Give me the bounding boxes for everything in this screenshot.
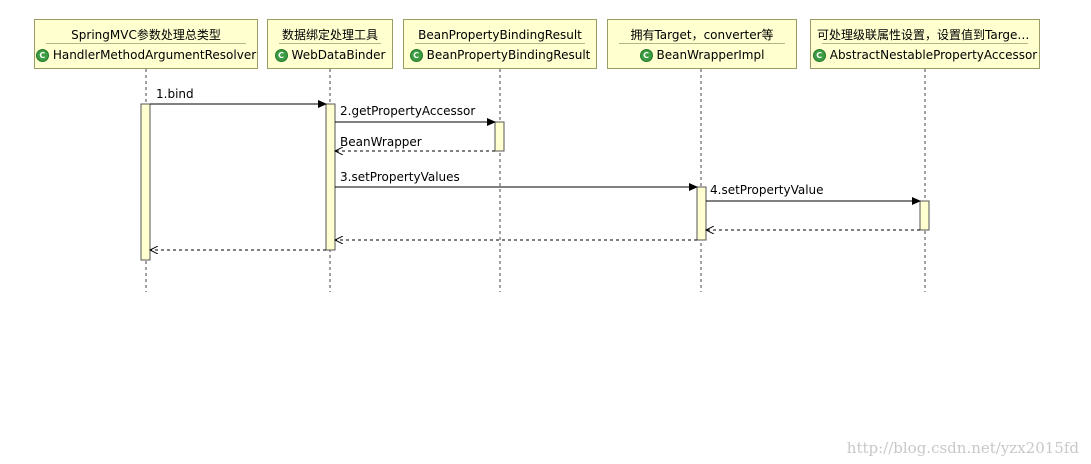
- participant-stereotype: 数据绑定处理工具: [281, 28, 378, 42]
- activation-abstract-nestable-property-accessor: [919, 200, 930, 231]
- participant-bean-wrapper-impl[interactable]: 拥有Target，converter等 C BeanWrapperImpl: [607, 19, 797, 69]
- activation-web-data-binder: [325, 103, 336, 251]
- participant-handler-method-argument-resolver[interactable]: SpringMVC参数处理总类型 C HandlerMethodArgument…: [34, 19, 258, 69]
- participant-class-name: BeanWrapperImpl: [656, 48, 765, 62]
- message-label-set-property-values: 3.setPropertyValues: [340, 170, 460, 184]
- class-icon: C: [639, 48, 653, 62]
- activation-bean-wrapper-impl: [696, 186, 707, 241]
- header-divider: [415, 43, 585, 44]
- participant-stereotype: BeanPropertyBindingResult: [418, 28, 582, 42]
- participant-web-data-binder[interactable]: 数据绑定处理工具 C WebDataBinder: [267, 19, 393, 69]
- participant-abstract-nestable-property-accessor[interactable]: 可处理级联属性设置，设置值到Target... C AbstractNestab…: [810, 19, 1040, 69]
- header-divider: [822, 43, 1028, 44]
- participant-class-name: BeanPropertyBindingResult: [426, 48, 591, 62]
- watermark-url: http://blog.csdn.net/yzx2015fd: [846, 439, 1079, 457]
- class-icon: C: [812, 48, 826, 62]
- participant-stereotype: SpringMVC参数处理总类型: [71, 28, 221, 42]
- participant-class-name: WebDataBinder: [291, 48, 386, 62]
- class-icon: C: [409, 48, 423, 62]
- header-divider: [279, 43, 381, 44]
- message-label-set-property-value: 4.setPropertyValue: [710, 183, 824, 197]
- class-icon: C: [274, 48, 288, 62]
- activation-bean-property-binding-result: [494, 121, 505, 152]
- participant-stereotype: 可处理级联属性设置，设置值到Target...: [817, 28, 1034, 42]
- message-label-get-property-accessor: 2.getPropertyAccessor: [340, 104, 476, 118]
- participant-class-name: AbstractNestablePropertyAccessor: [829, 48, 1038, 62]
- participant-stereotype: 拥有Target，converter等: [630, 28, 774, 42]
- participant-bean-property-binding-result[interactable]: BeanPropertyBindingResult C BeanProperty…: [403, 19, 597, 69]
- header-divider: [46, 43, 246, 44]
- message-label-bean-wrapper: BeanWrapper: [340, 135, 422, 149]
- header-divider: [619, 43, 785, 44]
- message-label-bind: 1.bind: [156, 87, 194, 101]
- class-icon: C: [35, 48, 49, 62]
- activation-handler-method-argument-resolver: [140, 103, 151, 261]
- participant-class-name: HandlerMethodArgumentResolver: [52, 48, 257, 62]
